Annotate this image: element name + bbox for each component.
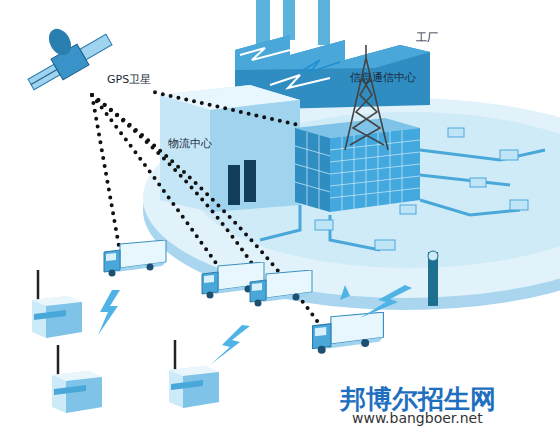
node-label: 工厂 — [416, 30, 438, 45]
info-center-node: 信息通信中心 — [300, 68, 420, 210]
node-label: 物流中心 — [168, 136, 212, 151]
dotted-line — [155, 92, 300, 125]
node-label: 信息通信中心 — [350, 70, 416, 85]
satellite-node: GPS卫星 — [55, 62, 155, 100]
node-label: GPS卫星 — [107, 72, 151, 87]
factory-node: 工厂 — [300, 0, 440, 62]
logistics-center-node: 物流中心 — [160, 88, 298, 206]
watermark-url: www.bangboer.net — [352, 410, 483, 426]
dotted-link — [155, 92, 300, 125]
